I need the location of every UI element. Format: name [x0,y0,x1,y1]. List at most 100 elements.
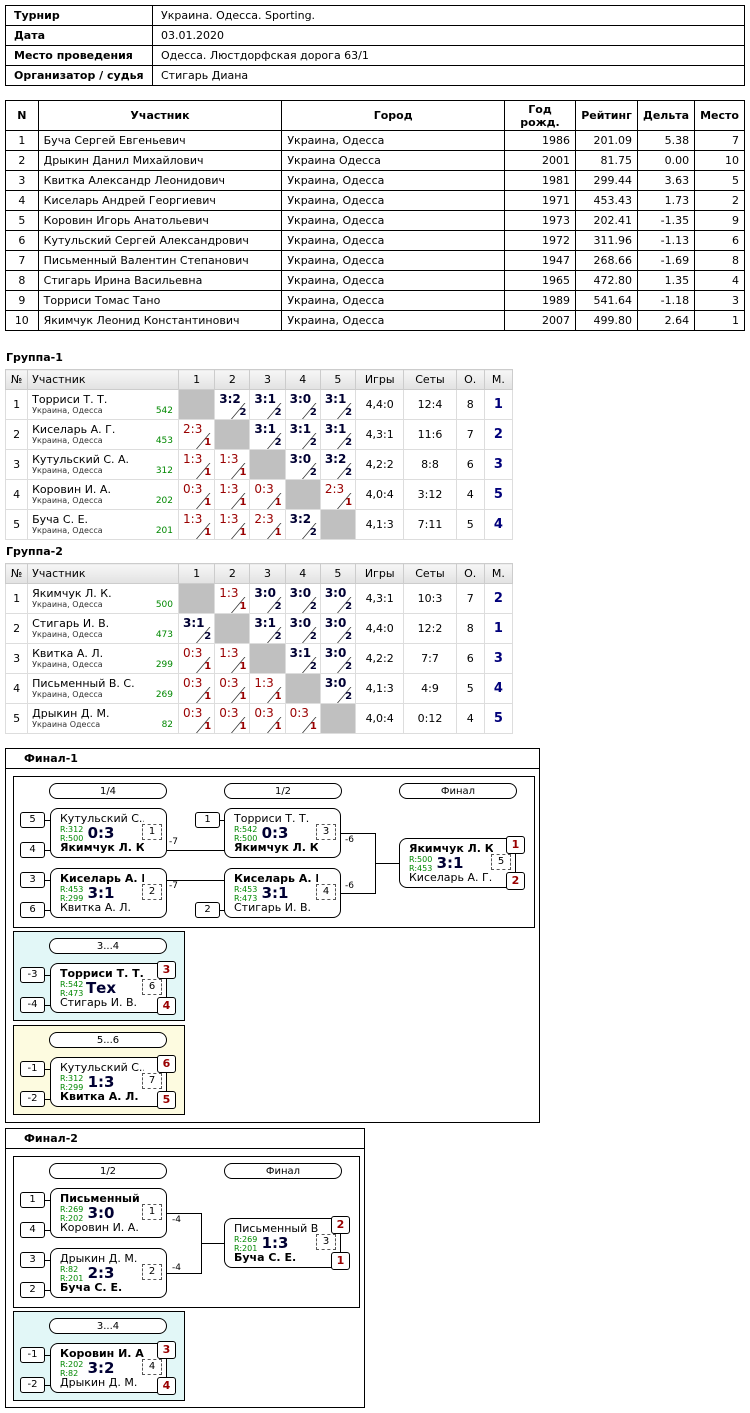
player-rating: 82 [161,720,174,730]
player-1: Письменный В... [60,1192,144,1205]
player-name: Буча С. Е. [32,513,89,526]
match-number: 3 [316,824,336,840]
set-score: 3:0 [324,616,347,630]
sets-cell: 0:12 [403,703,457,734]
match-points: 1 [239,661,247,672]
stage-label: Финал [399,783,517,799]
match-number: 1 [142,1204,162,1220]
seed-box: 2 [195,902,220,918]
self-cell [214,613,251,644]
column-header: 2 [214,563,251,584]
points-cell: 8 [455,613,485,644]
rating-1: R:202 [60,1360,84,1369]
player-rating: 299 [155,660,174,670]
row-number: 2 [4,419,29,450]
table-cell: 5 [5,210,39,231]
final-1-title: Финал-1 [6,749,539,769]
column-header: № [4,369,29,390]
table-cell: 202.41 [575,210,639,231]
set-score: 0:3 [183,676,203,690]
match-1: Письменный В... R:269 R:202 3:0 1 Корови… [50,1188,167,1238]
table-cell: Украина, Одесса [281,270,505,291]
rating-1: R:453 [234,885,258,894]
table-cell: 1981 [503,170,577,191]
set-score: 2:3 [183,422,203,436]
set-score: 1:3 [219,482,239,496]
column-header: 3 [249,563,286,584]
column-header: Город [281,100,505,131]
column-header: О. [455,563,485,584]
set-score: 3:1 [324,392,347,406]
rank-box: 3 [157,1341,176,1359]
match-3: Письменный В... R:269 R:201 1:3 3 Буча С… [224,1218,341,1268]
rating-2: R:500 [60,834,84,843]
sets-cell: 12:4 [403,389,457,420]
set-score: 3:0 [289,586,312,600]
column-header: Участник [27,369,180,390]
games-cell: 4,3:1 [355,583,405,614]
table-cell: Украина, Одесса [281,170,505,191]
match-4: Коровин И. А. R:202 R:82 3:2 4 Дрыкин Д.… [50,1343,167,1393]
set-score: 0:3 [183,646,203,660]
set-score: 1:3 [183,512,203,526]
sets-cell: 3:12 [403,479,457,510]
seed-box: 4 [20,842,45,858]
column-header: Сеты [403,369,457,390]
match-score: 3:1 [261,884,289,902]
rank-box: 1 [331,1252,350,1270]
games-cell: 4,1:3 [355,509,405,540]
table-cell: 1947 [503,250,577,271]
table-cell: 6 [5,230,39,251]
place-cell: 4 [483,673,514,704]
seed-box: 4 [20,1222,45,1238]
row-number: 5 [4,509,29,540]
match-points: 2 [309,467,317,478]
row-number: 3 [4,449,29,480]
player-2: Буча С. Е. [60,1281,123,1294]
table-cell: 1.73 [637,190,696,211]
player-2: Квитка А. Л. [60,1090,139,1103]
player-1: Киселарь А. Г. [234,872,318,885]
seed-box: 1 [20,1192,45,1208]
player-city: Украина, Одесса [32,630,103,639]
group-2-title: Группа-2 [6,545,63,558]
match-points: 2 [345,661,353,672]
table-cell: Украина, Одесса [281,230,505,251]
match-number: 5 [491,854,511,870]
player-name: Письменный В. С. [32,677,135,690]
self-cell [284,479,321,510]
row-number: 1 [4,583,29,614]
rating-2: R:500 [234,834,258,843]
player-city: Украина, Одесса [32,660,103,669]
rank-box: 4 [157,997,176,1015]
column-header: Год рожд. [503,100,577,131]
column-header: Участник [37,100,283,131]
set-score: 3:1 [254,392,276,406]
self-cell [319,703,357,734]
match-points: 1 [204,721,212,732]
set-score: 3:0 [324,586,347,600]
match-points: 2 [309,407,317,418]
rank-box: 1 [506,836,525,854]
rating-1: R:500 [409,855,433,864]
player-name: Кутульский С. А. [32,453,130,466]
table-cell: 2007 [503,310,577,331]
row-number: 2 [4,613,29,644]
match-score: 3:1 [87,884,115,902]
table-cell: 2 [5,150,39,171]
column-header: 5 [319,369,357,390]
match-5: Якимчук Л. К. R:500 R:453 3:1 5 Киселарь… [399,838,516,888]
